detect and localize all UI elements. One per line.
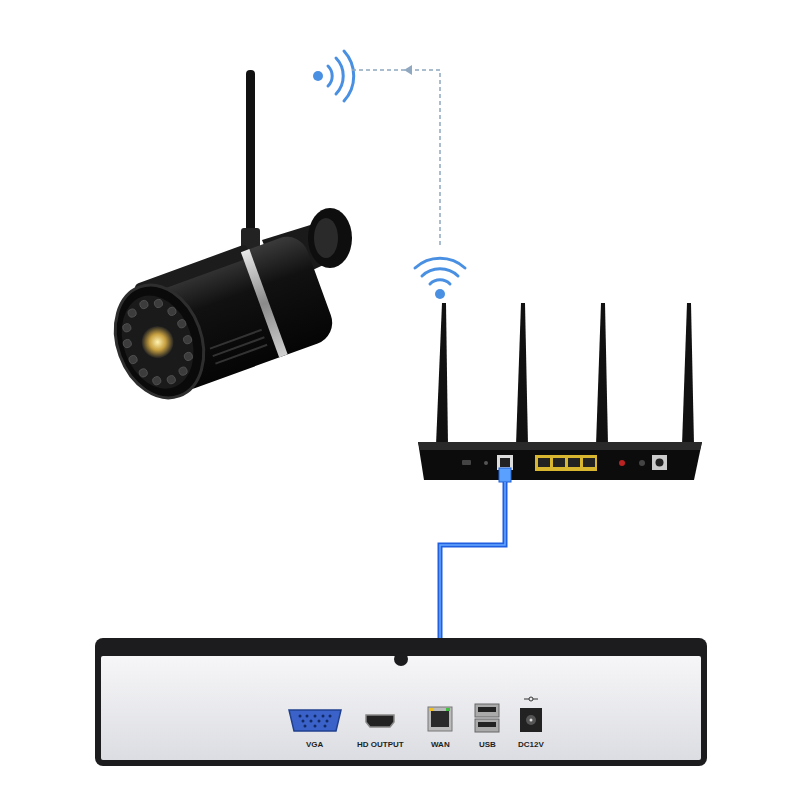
port-label: WAN: [431, 741, 450, 749]
wifi-signal-icon: [313, 51, 354, 101]
port-label: USB: [479, 741, 496, 749]
wifi-signal-icon: [415, 258, 465, 299]
wireless-link: [352, 65, 440, 245]
port-label: HD OUTPUT: [357, 741, 404, 749]
wifi-router: [418, 303, 702, 480]
port-label: DC12V: [518, 741, 544, 749]
bullet-camera: [99, 70, 352, 410]
port-label: VGA: [306, 741, 323, 749]
nvr-recorder: [95, 638, 707, 766]
